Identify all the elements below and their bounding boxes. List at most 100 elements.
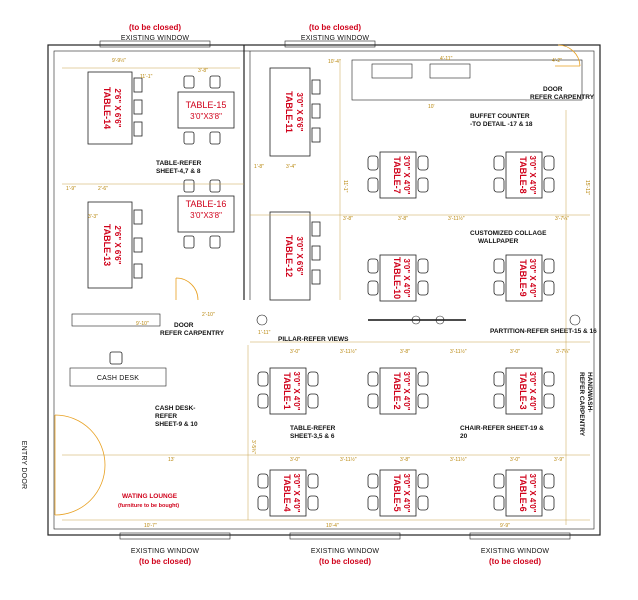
dim-label: 15'-11" [584, 180, 590, 195]
chair [367, 280, 379, 296]
dim-label: 9'-10" [136, 321, 149, 327]
dim-label: 3'-11½" [448, 215, 465, 222]
label-lounge-note: (furniture to be bought) [118, 503, 179, 509]
inner-wall [53, 50, 595, 530]
chair [417, 258, 429, 274]
pillar [435, 315, 445, 325]
door-mid-swing [175, 277, 199, 301]
label-handwash-b: REFER CARPENTRY [578, 372, 585, 437]
chair [493, 258, 505, 274]
table-name: TABLE-9 [518, 259, 528, 296]
label-cash-refer-3: SHEET-9 & 10 [155, 421, 198, 428]
label-lounge: WATING LOUNGE [122, 493, 178, 500]
chair [493, 473, 505, 489]
dim-label: 2'-6" [98, 186, 108, 192]
dim-label: 13' [168, 457, 175, 463]
dim-label: 3'-11½" [450, 456, 467, 463]
table-top [379, 367, 417, 415]
dim-label: 3'-11½" [340, 348, 357, 355]
dim-label: 3'-0" [290, 457, 300, 463]
window-note: (to be closed) [139, 557, 191, 566]
table-top [379, 254, 417, 302]
dim-label: 3'-7¼" [556, 349, 570, 355]
dimension-lines [62, 60, 590, 525]
label-pillar: PILLAR-REFER VIEWS [278, 336, 349, 343]
table-top [505, 367, 543, 415]
dim-label: 3'-0" [290, 349, 300, 355]
table-name: TABLE-5 [392, 474, 402, 511]
chairs-table-11 [311, 79, 321, 143]
chair [367, 177, 379, 193]
table-size: 2'6" X 6'6" [113, 89, 122, 128]
window-top-mid [284, 40, 376, 48]
dim-label: 3'-8" [343, 216, 353, 222]
window-label: EXISTING WINDOW [131, 548, 200, 555]
chair [493, 371, 505, 387]
table-size: 3'0" X 4'0" [402, 474, 411, 513]
label-chair-refer: CHAIR-REFER SHEET-19 & [460, 425, 544, 432]
table-15 [177, 91, 235, 129]
door-top-swing [555, 44, 581, 67]
chair [417, 495, 429, 511]
chair [493, 177, 505, 193]
window-bottom-left [119, 532, 231, 540]
buffet-unit [371, 63, 413, 79]
dim-label: 1'-9" [66, 186, 76, 192]
cash-chair [109, 351, 123, 365]
pillar [411, 315, 421, 325]
window-top-left [99, 40, 211, 48]
label-cash-refer: CASH DESK- [155, 405, 195, 412]
dimension-labels: 9'-9½" 11'-1" 3'-8" 10'-4" 4'-11" 4'-2" … [66, 56, 590, 529]
chairs-table-14 [133, 77, 143, 137]
dim-label: 3'-8" [400, 349, 410, 355]
chair [307, 473, 319, 489]
dim-label: 10' [428, 104, 435, 110]
label-table-refer-2: TABLE-REFER [290, 425, 336, 432]
table-name: TABLE-10 [392, 257, 402, 299]
chair [307, 393, 319, 409]
dim-label: 3'-8" [400, 457, 410, 463]
table-13 [87, 201, 133, 289]
label-table-refer-2b: SHEET-3,5 & 6 [290, 433, 335, 440]
chair [543, 177, 555, 193]
label-collage-b: WALLPAPER [478, 238, 519, 245]
outer-wall [47, 44, 601, 536]
dim-label: 1'-8" [254, 164, 264, 170]
dim-label: 3'-0" [510, 457, 520, 463]
partition-bar [71, 313, 161, 327]
chair [417, 177, 429, 193]
window-bottom-mid [289, 532, 401, 540]
window-note: (to be closed) [129, 23, 181, 32]
dim-label: 9'-9" [500, 523, 510, 529]
table-16 [177, 195, 235, 233]
label-collage: CUSTOMIZED COLLAGE [470, 230, 547, 237]
table-name: TABLE-11 [284, 91, 294, 133]
dim-label: 4'-11" [440, 56, 453, 62]
table-name: TABLE-7 [392, 156, 402, 193]
table-size: 3'0" X 4'0" [528, 474, 537, 513]
chair [367, 393, 379, 409]
dim-label: 3'-7¼" [555, 216, 569, 222]
table-top [505, 151, 543, 199]
table-size: 3'0" X 4'0" [528, 372, 537, 411]
table-name: TABLE-2 [392, 372, 402, 409]
label-table-refer-sheet: SHEET-4,7 & 8 [156, 168, 201, 175]
table-name: TABLE-12 [284, 235, 294, 277]
chair [417, 155, 429, 171]
dim-label: 9'-9½" [112, 57, 126, 64]
table-top [269, 469, 307, 517]
window-label: EXISTING WINDOW [121, 35, 190, 42]
table-11 [269, 67, 311, 157]
chair [543, 495, 555, 511]
dim-label: 1'-11" [258, 330, 271, 336]
window-bottom-right [469, 532, 571, 540]
label-cash-refer-2: REFER [155, 413, 177, 420]
chair [417, 280, 429, 296]
